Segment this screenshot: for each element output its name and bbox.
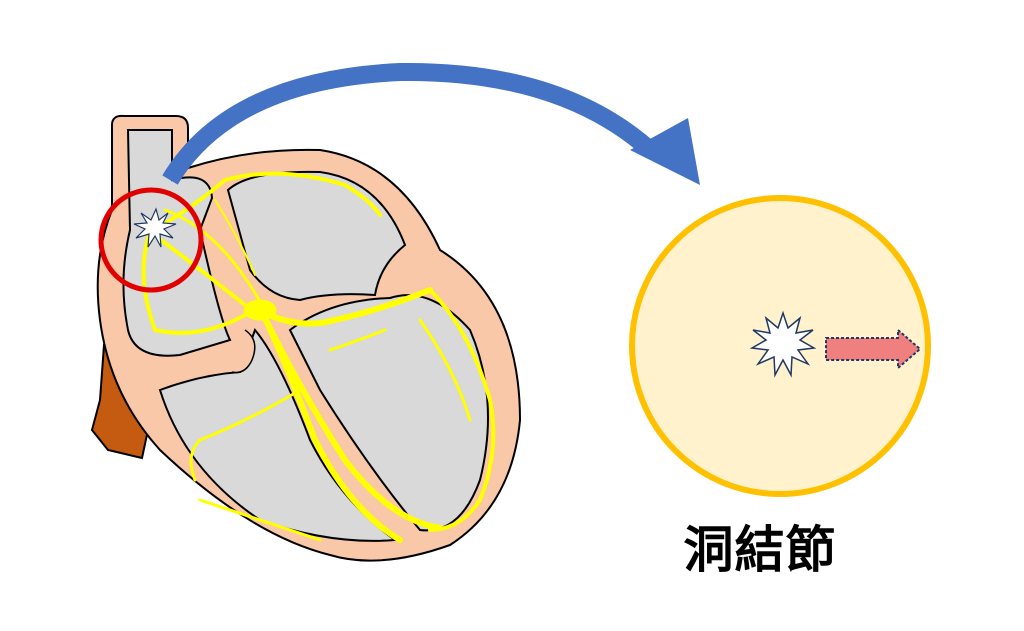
sinus-node-label: 洞結節 xyxy=(683,521,837,579)
zoom-arrow-head xyxy=(630,118,700,185)
right-atrium xyxy=(122,129,232,357)
starburst-icon xyxy=(133,207,177,248)
left-atrium xyxy=(226,170,407,302)
starburst-icon xyxy=(749,310,817,378)
membranous-septum xyxy=(231,329,256,374)
sinus-node-highlight xyxy=(98,187,204,293)
left-ventricle xyxy=(288,294,489,532)
av-node xyxy=(243,299,277,321)
right-arrow-icon xyxy=(825,327,922,371)
zoom-arrow xyxy=(162,62,656,185)
